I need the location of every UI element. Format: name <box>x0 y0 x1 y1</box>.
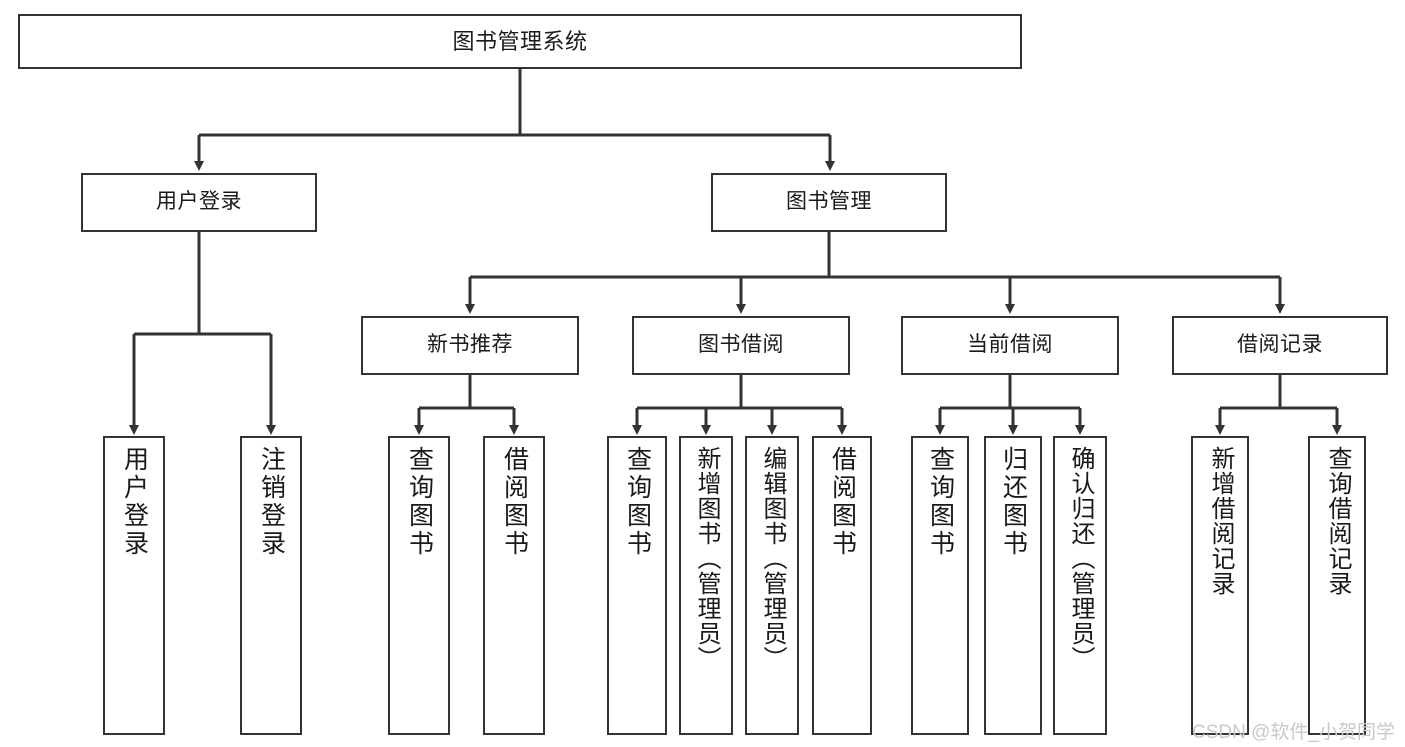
node-leaf-logout[interactable]: 注销登录 <box>240 436 302 735</box>
node-leaf-query-book-1-label: 查询图书 <box>405 446 434 558</box>
node-leaf-edit-book-label: 编辑图书（管理员） <box>759 446 786 671</box>
node-leaf-return-book-label: 归还图书 <box>999 446 1028 558</box>
node-user-login-label: 用户登录 <box>156 190 242 214</box>
node-leaf-confirm-return-label: 确认归还（管理员） <box>1067 446 1094 671</box>
node-leaf-user-login[interactable]: 用户登录 <box>103 436 165 735</box>
node-leaf-borrow-book-1[interactable]: 借阅图书 <box>483 436 545 735</box>
node-leaf-query-book-1[interactable]: 查询图书 <box>388 436 450 735</box>
node-root-label: 图书管理系统 <box>452 28 588 54</box>
node-root[interactable]: 图书管理系统 <box>18 14 1022 69</box>
csdn-watermark: CSDN @软件_小贺同学 <box>1192 722 1395 743</box>
node-leaf-add-record[interactable]: 新增借阅记录 <box>1191 436 1249 735</box>
node-current-borrow-label: 当前借阅 <box>967 333 1053 357</box>
node-book-manage[interactable]: 图书管理 <box>711 173 947 232</box>
node-leaf-edit-book[interactable]: 编辑图书（管理员） <box>745 436 799 735</box>
node-leaf-add-book[interactable]: 新增图书（管理员） <box>679 436 733 735</box>
node-new-book-rec-label: 新书推荐 <box>427 333 513 357</box>
node-leaf-query-record[interactable]: 查询借阅记录 <box>1308 436 1366 735</box>
node-leaf-add-record-label: 新增借阅记录 <box>1207 446 1234 596</box>
node-current-borrow[interactable]: 当前借阅 <box>901 316 1119 375</box>
node-leaf-logout-label: 注销登录 <box>257 446 286 558</box>
node-borrow-record[interactable]: 借阅记录 <box>1172 316 1388 375</box>
node-leaf-confirm-return[interactable]: 确认归还（管理员） <box>1053 436 1107 735</box>
node-leaf-return-book[interactable]: 归还图书 <box>984 436 1042 735</box>
node-book-borrow[interactable]: 图书借阅 <box>632 316 850 375</box>
node-leaf-query-record-label: 查询借阅记录 <box>1324 446 1351 596</box>
node-leaf-borrow-book-2-label: 借阅图书 <box>828 446 857 558</box>
node-leaf-query-book-2[interactable]: 查询图书 <box>607 436 667 735</box>
node-leaf-query-book-3-label: 查询图书 <box>926 446 955 558</box>
node-book-manage-label: 图书管理 <box>786 190 872 214</box>
node-leaf-add-book-label: 新增图书（管理员） <box>693 446 720 671</box>
node-leaf-borrow-book-2[interactable]: 借阅图书 <box>812 436 872 735</box>
node-new-book-rec[interactable]: 新书推荐 <box>361 316 579 375</box>
node-leaf-borrow-book-1-label: 借阅图书 <box>500 446 529 558</box>
node-borrow-record-label: 借阅记录 <box>1237 333 1323 357</box>
node-leaf-user-login-label: 用户登录 <box>120 446 149 558</box>
node-leaf-query-book-3[interactable]: 查询图书 <box>911 436 969 735</box>
node-user-login[interactable]: 用户登录 <box>81 173 317 232</box>
node-leaf-query-book-2-label: 查询图书 <box>623 446 652 558</box>
node-book-borrow-label: 图书借阅 <box>698 333 784 357</box>
